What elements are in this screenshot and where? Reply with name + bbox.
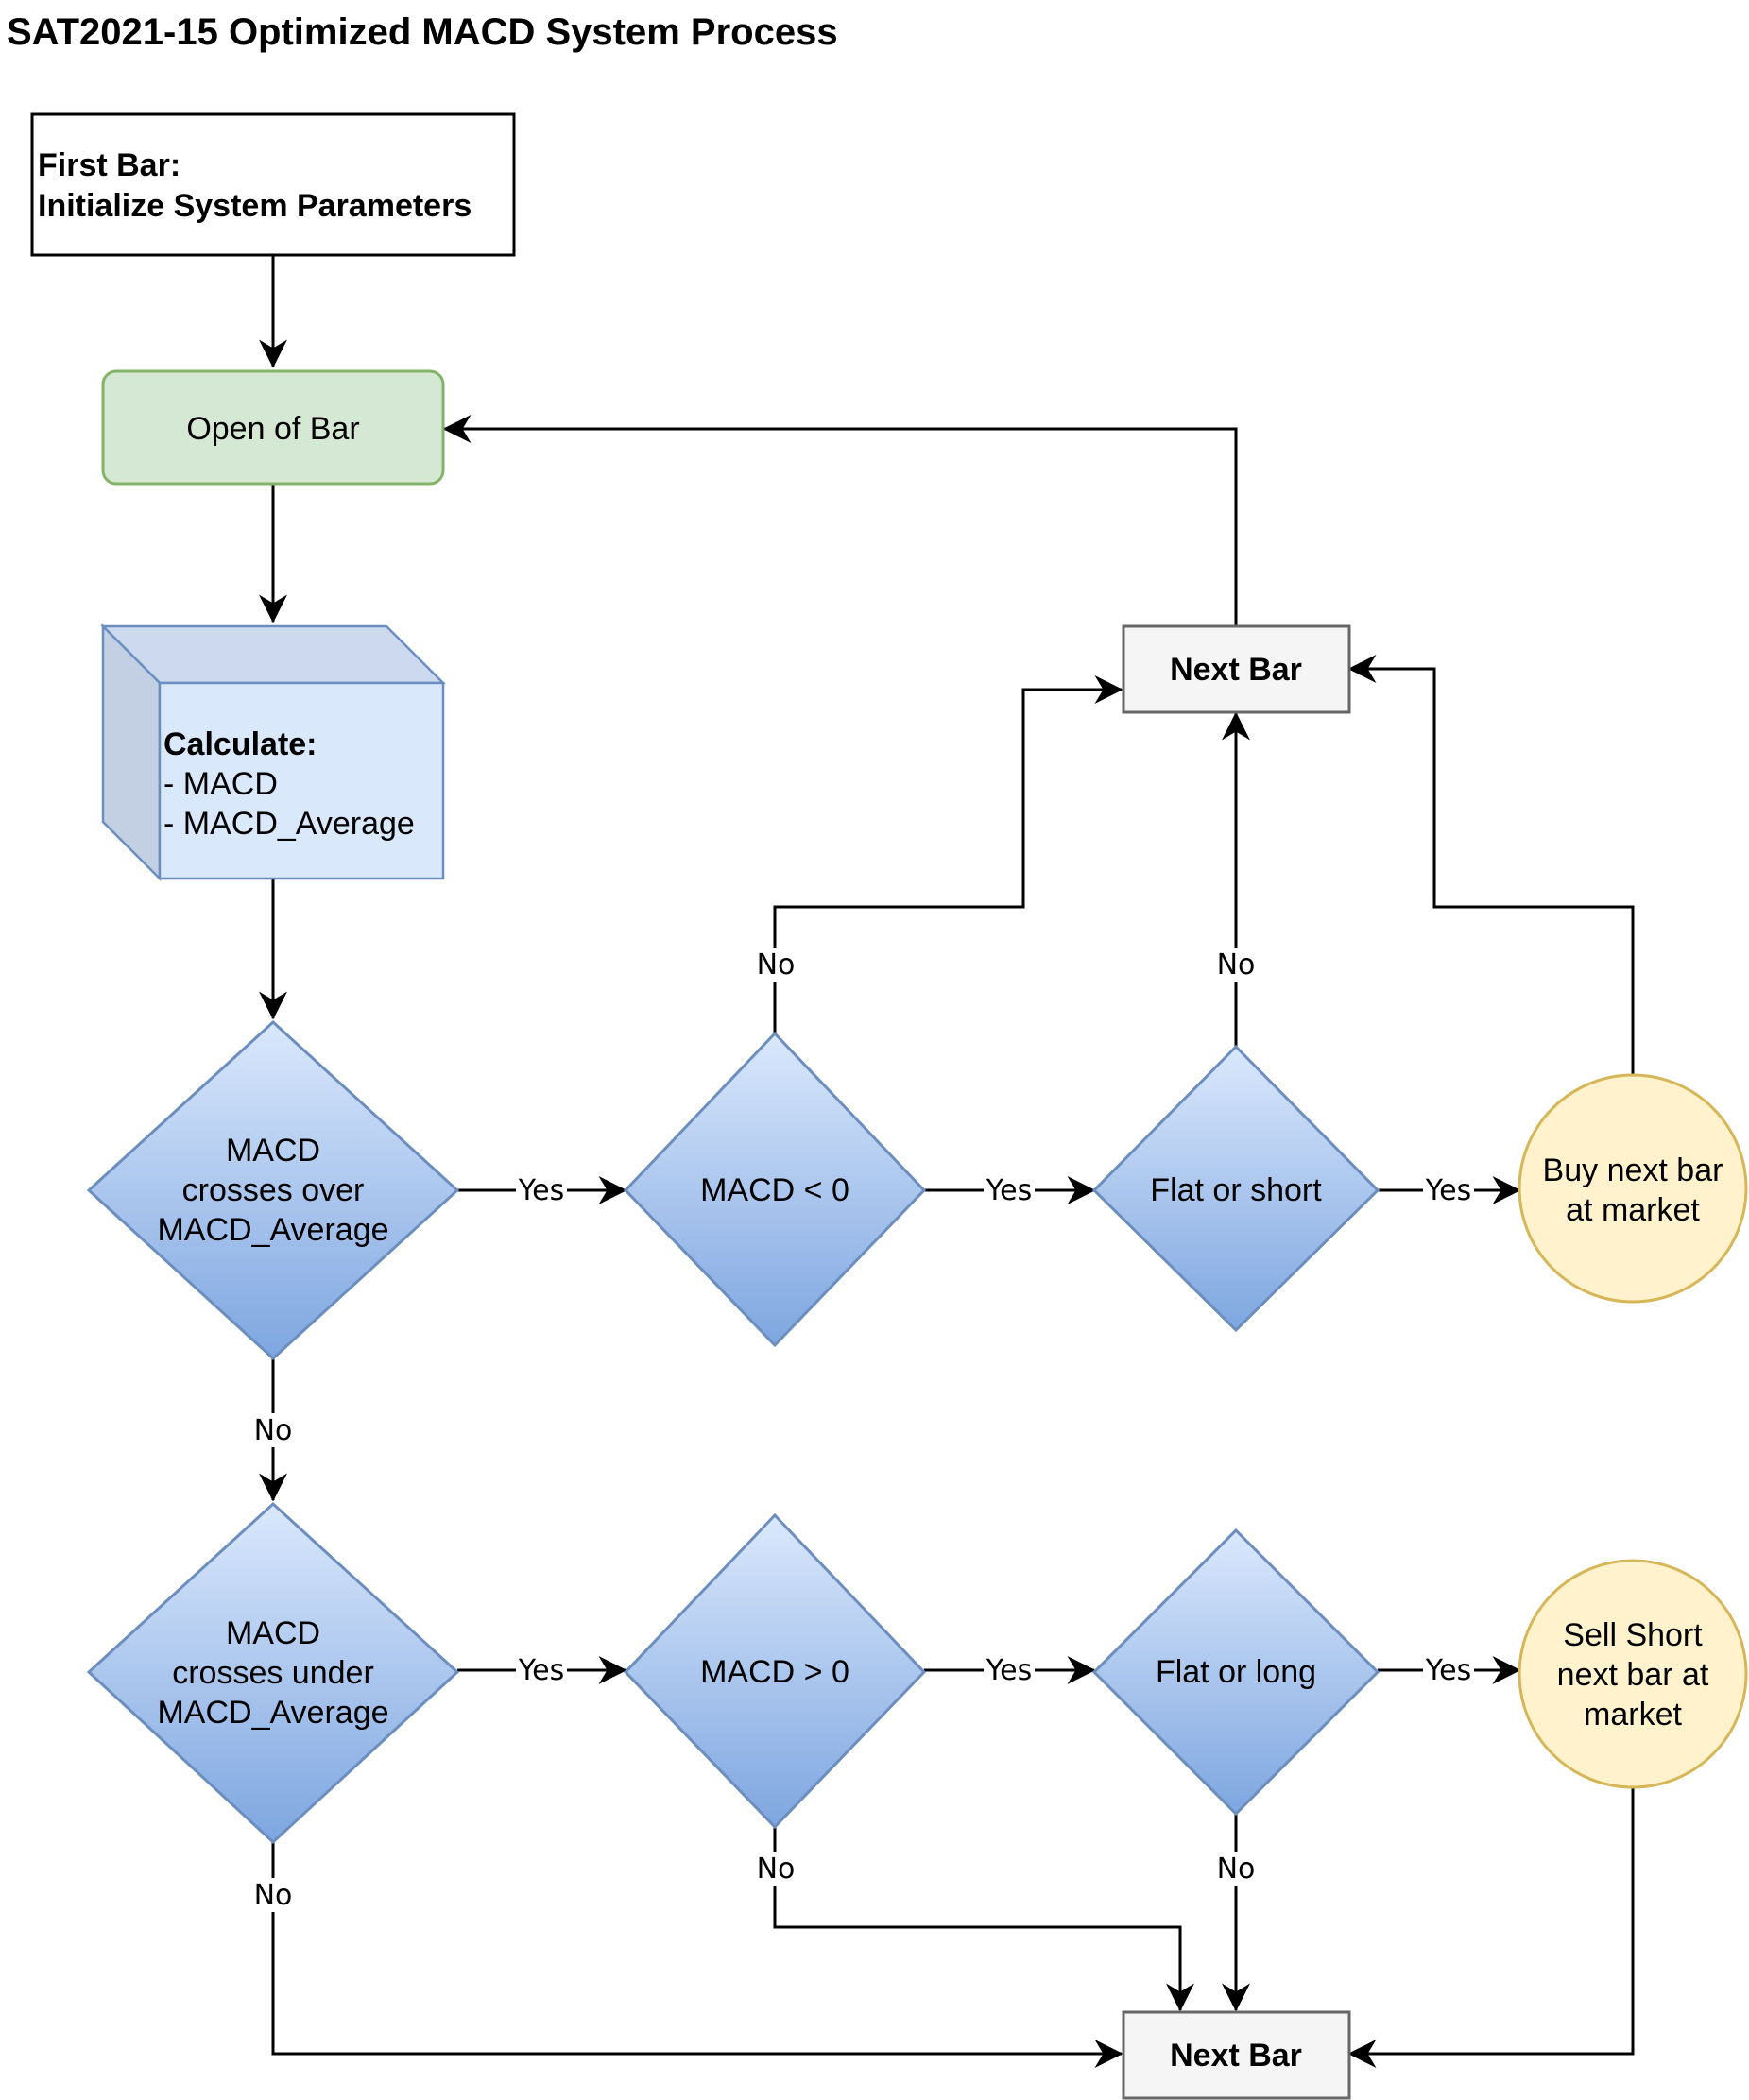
- next-bar-bottom-node: Next Bar: [1122, 2010, 1351, 2100]
- edge-labels: Yes Yes Yes No No No Yes Yes Yes No No N…: [253, 948, 1474, 1912]
- sell-short-action-node: Sell Short next bar at market: [1518, 1559, 1748, 1789]
- edge-buy-to-nextbar: [1347, 655, 1635, 1075]
- label-lt0-no: No: [757, 948, 796, 982]
- connectors: [259, 255, 1635, 2068]
- calculate-item-macd: - MACD: [163, 766, 278, 802]
- decision-flat-or-short: Flat or short: [1091, 1044, 1380, 1333]
- macd-below-zero-label: MACD < 0: [700, 1172, 849, 1208]
- decision-flat-or-long: Flat or long: [1091, 1528, 1380, 1817]
- macd-above-zero-label: MACD > 0: [700, 1654, 849, 1690]
- crosses-under-line1: MACD: [226, 1615, 320, 1651]
- label-lt0-yes: Yes: [986, 1174, 1032, 1207]
- calculate-heading: Calculate:: [163, 726, 317, 762]
- decision-crosses-under: MACD crosses under MACD_Average: [86, 1501, 460, 1845]
- edge-gt0-no: [773, 1827, 1194, 2012]
- decision-macd-above-zero: MACD > 0: [623, 1512, 927, 1830]
- label-long-yes: Yes: [1425, 1654, 1471, 1687]
- label-under-yes: Yes: [518, 1654, 564, 1687]
- next-bar-top-label: Next Bar: [1170, 652, 1302, 688]
- start-node: First Bar: Initialize System Parameters: [30, 112, 516, 257]
- label-gt0-no: No: [757, 1852, 796, 1886]
- crosses-under-line2: crosses under: [172, 1655, 374, 1691]
- next-bar-top-node: Next Bar: [1122, 624, 1351, 714]
- label-short-no: No: [1217, 948, 1256, 982]
- crosses-over-line1: MACD: [226, 1133, 320, 1169]
- next-bar-bottom-label: Next Bar: [1170, 2038, 1302, 2074]
- label-crossover-no: No: [254, 1414, 293, 1447]
- start-line2: Initialize System Parameters: [38, 188, 472, 224]
- label-long-no: No: [1217, 1852, 1256, 1886]
- buy-action-node: Buy next bar at market: [1518, 1073, 1748, 1304]
- edge-nextbar-to-open: [442, 415, 1238, 625]
- decision-crosses-over: MACD crosses over MACD_Average: [86, 1019, 460, 1361]
- label-gt0-yes: Yes: [986, 1654, 1032, 1687]
- flat-or-short-label: Flat or short: [1150, 1172, 1322, 1208]
- crosses-under-line3: MACD_Average: [157, 1695, 388, 1731]
- open-bar-label: Open of Bar: [186, 411, 359, 447]
- open-bar-node: Open of Bar: [101, 369, 445, 486]
- crosses-over-line2: crosses over: [182, 1172, 365, 1208]
- edge-lt0-no: [773, 675, 1123, 1033]
- calculate-node: Calculate: - MACD - MACD_Average: [99, 623, 447, 882]
- edge-sell-to-nextbar: [1347, 1788, 1635, 2068]
- label-under-no: No: [254, 1879, 293, 1912]
- flat-or-long-label: Flat or long: [1156, 1654, 1316, 1690]
- label-short-yes: Yes: [1425, 1174, 1471, 1207]
- buy-line2: at market: [1566, 1192, 1700, 1228]
- crosses-over-line3: MACD_Average: [157, 1212, 388, 1248]
- start-line1: First Bar:: [38, 147, 180, 183]
- label-crossover-yes: Yes: [518, 1174, 564, 1207]
- sell-line2: next bar at: [1557, 1657, 1709, 1693]
- edge-under-no: [271, 1842, 1123, 2068]
- calculate-item-macd-average: - MACD_Average: [163, 806, 415, 842]
- decision-macd-below-zero: MACD < 0: [623, 1031, 927, 1348]
- sell-line3: market: [1584, 1697, 1682, 1733]
- buy-line1: Buy next bar: [1543, 1152, 1723, 1188]
- diagram-title: SAT2021-15 Optimized MACD System Process: [7, 11, 838, 53]
- sell-line1: Sell Short: [1563, 1617, 1703, 1653]
